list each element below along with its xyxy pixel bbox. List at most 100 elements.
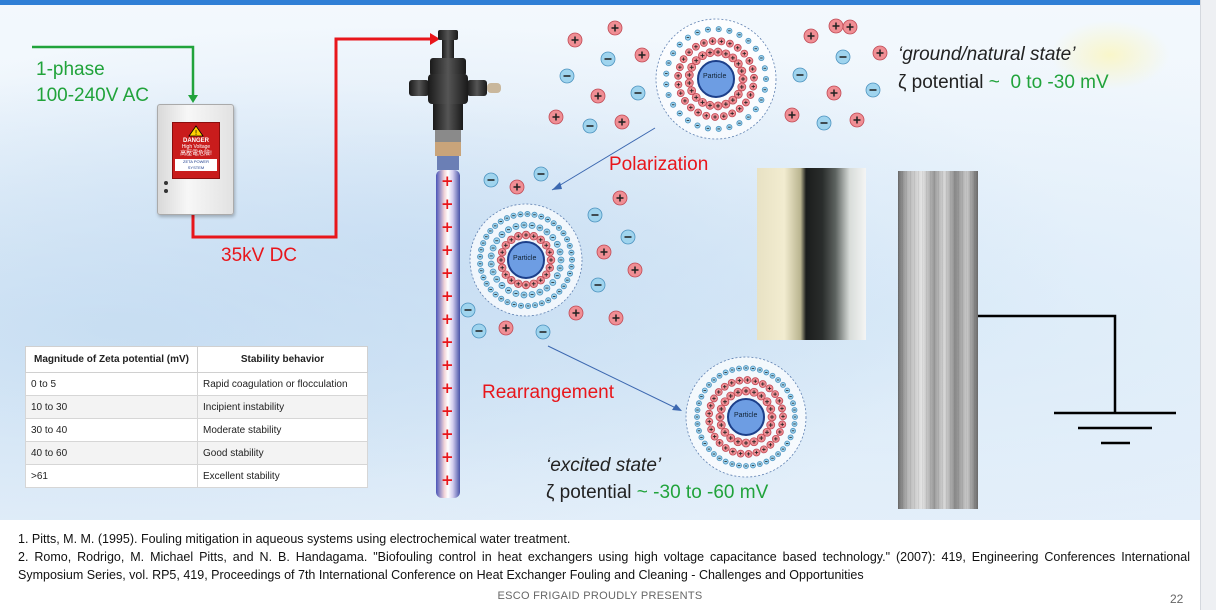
negative-ion-icon bbox=[769, 372, 776, 379]
negative-ion-icon bbox=[865, 82, 881, 98]
positive-ion-icon bbox=[546, 255, 556, 265]
positive-ion-icon bbox=[501, 241, 510, 250]
negative-ion-icon bbox=[505, 226, 512, 234]
positive-ion-icon bbox=[766, 440, 775, 449]
positive-ion-icon bbox=[496, 255, 506, 265]
brand-label: ZETA POWER SYSTEM bbox=[175, 159, 217, 171]
table-cell: 40 to 60 bbox=[25, 441, 198, 465]
positive-ion-icon bbox=[705, 48, 715, 58]
positive-ion-icon bbox=[849, 112, 865, 128]
negative-ion-icon bbox=[745, 114, 752, 121]
negative-ion-icon bbox=[816, 115, 832, 131]
negative-ion-icon bbox=[736, 365, 742, 372]
negative-ion-icon bbox=[483, 280, 490, 287]
negative-ion-icon bbox=[538, 213, 545, 220]
negative-ion-icon bbox=[517, 211, 524, 218]
negative-ion-icon bbox=[487, 252, 495, 260]
negative-ion-icon bbox=[758, 55, 765, 62]
dc-output-arrowhead bbox=[430, 33, 440, 45]
negative-ion-icon bbox=[715, 125, 722, 132]
positive-ion-icon bbox=[735, 376, 744, 385]
negative-ion-icon bbox=[706, 446, 712, 452]
positive-ion-icon bbox=[719, 112, 728, 121]
positive-ion-icon bbox=[675, 63, 684, 72]
positive-ion-icon bbox=[614, 114, 630, 130]
positive-ion-icon bbox=[700, 39, 708, 47]
particle-label-ground: Particle bbox=[703, 73, 727, 80]
positive-ion-icon bbox=[727, 378, 736, 387]
ac-input-arrowhead bbox=[188, 95, 198, 103]
positive-ion-icon bbox=[749, 387, 759, 397]
negative-ion-icon bbox=[775, 451, 781, 457]
table-cell: 0 to 5 bbox=[25, 372, 198, 396]
table-cell: Moderate stability bbox=[197, 418, 368, 442]
negative-ion-icon bbox=[582, 118, 598, 134]
positive-ion-icon bbox=[733, 59, 743, 69]
approx-symbol: ~ bbox=[988, 72, 1000, 93]
danger-label: ! DANGER High Voltage 高壓電危險! ZETA POWER … bbox=[172, 122, 220, 179]
negative-ion-icon bbox=[545, 297, 552, 304]
negative-ion-icon bbox=[761, 86, 768, 93]
positive-ion-icon bbox=[717, 37, 726, 46]
negative-ion-icon bbox=[726, 27, 733, 34]
vertical-scrollbar[interactable] bbox=[1200, 0, 1216, 610]
positive-ion-icon bbox=[568, 305, 584, 321]
positive-ion-icon bbox=[779, 412, 787, 421]
positive-ion-icon bbox=[741, 386, 751, 396]
positive-ion-icon bbox=[716, 420, 726, 430]
positive-ion-icon bbox=[514, 232, 523, 241]
positive-ion-icon bbox=[721, 49, 731, 59]
negative-ion-icon bbox=[487, 260, 495, 268]
positive-ion-icon bbox=[684, 78, 694, 88]
negative-ion-icon bbox=[555, 224, 562, 231]
positive-ion-icon bbox=[498, 320, 514, 336]
page-number: 22 bbox=[1170, 592, 1184, 606]
negative-ion-icon bbox=[536, 288, 544, 296]
negative-ion-icon bbox=[745, 37, 752, 44]
negative-ion-icon bbox=[696, 400, 702, 407]
positive-ion-icon bbox=[607, 20, 623, 36]
negative-ion-icon bbox=[549, 279, 557, 286]
highlight-glow bbox=[1050, 20, 1170, 90]
negative-ion-icon bbox=[487, 286, 494, 293]
negative-ion-icon bbox=[535, 324, 551, 340]
zeta-label: ζ potential bbox=[898, 72, 989, 93]
positive-ion-icon bbox=[691, 56, 701, 66]
negative-ion-icon bbox=[790, 400, 796, 407]
negative-ion-icon bbox=[568, 263, 575, 270]
indicator-light-1 bbox=[164, 181, 168, 185]
negative-ion-icon bbox=[684, 117, 691, 124]
positive-ion-icon bbox=[548, 109, 564, 125]
positive-ion-icon bbox=[756, 391, 766, 401]
negative-ion-icon bbox=[743, 463, 749, 469]
negative-ion-icon bbox=[665, 91, 672, 98]
heat-exchanger-pipe-image bbox=[898, 171, 978, 509]
negative-ion-icon bbox=[676, 110, 683, 117]
slide-top-bar bbox=[0, 0, 1200, 5]
svg-text:!: ! bbox=[195, 129, 198, 137]
reference-item: 2. Romo, Rodrigo, M. Michael Pitts, and … bbox=[18, 550, 1190, 582]
negative-ion-icon bbox=[528, 222, 536, 229]
ground-zeta-value: 0 to -30 mV bbox=[1010, 72, 1109, 93]
negative-ion-icon bbox=[756, 461, 763, 467]
positive-ion-icon bbox=[762, 397, 772, 407]
positive-ion-icon bbox=[545, 263, 554, 272]
positive-ion-icon bbox=[536, 235, 545, 244]
negative-ion-icon bbox=[784, 387, 791, 394]
negative-ion-icon bbox=[696, 427, 702, 434]
negative-ion-icon bbox=[835, 49, 851, 65]
negative-ion-icon bbox=[758, 96, 765, 103]
wiring-diagram bbox=[32, 33, 1176, 445]
negative-ion-icon bbox=[715, 26, 722, 33]
positive-ion-icon bbox=[676, 89, 685, 98]
negative-ion-icon bbox=[792, 67, 808, 83]
positive-ion-icon bbox=[750, 73, 758, 82]
negative-ion-icon bbox=[564, 236, 571, 243]
negative-ion-icon bbox=[492, 291, 499, 298]
negative-ion-icon bbox=[791, 421, 798, 427]
negative-ion-icon bbox=[512, 290, 520, 297]
negative-ion-icon bbox=[492, 222, 499, 229]
input-power-label: 1-phase 100-240V AC bbox=[36, 59, 150, 106]
negative-ion-icon bbox=[756, 367, 763, 373]
negative-ion-icon bbox=[790, 427, 796, 434]
